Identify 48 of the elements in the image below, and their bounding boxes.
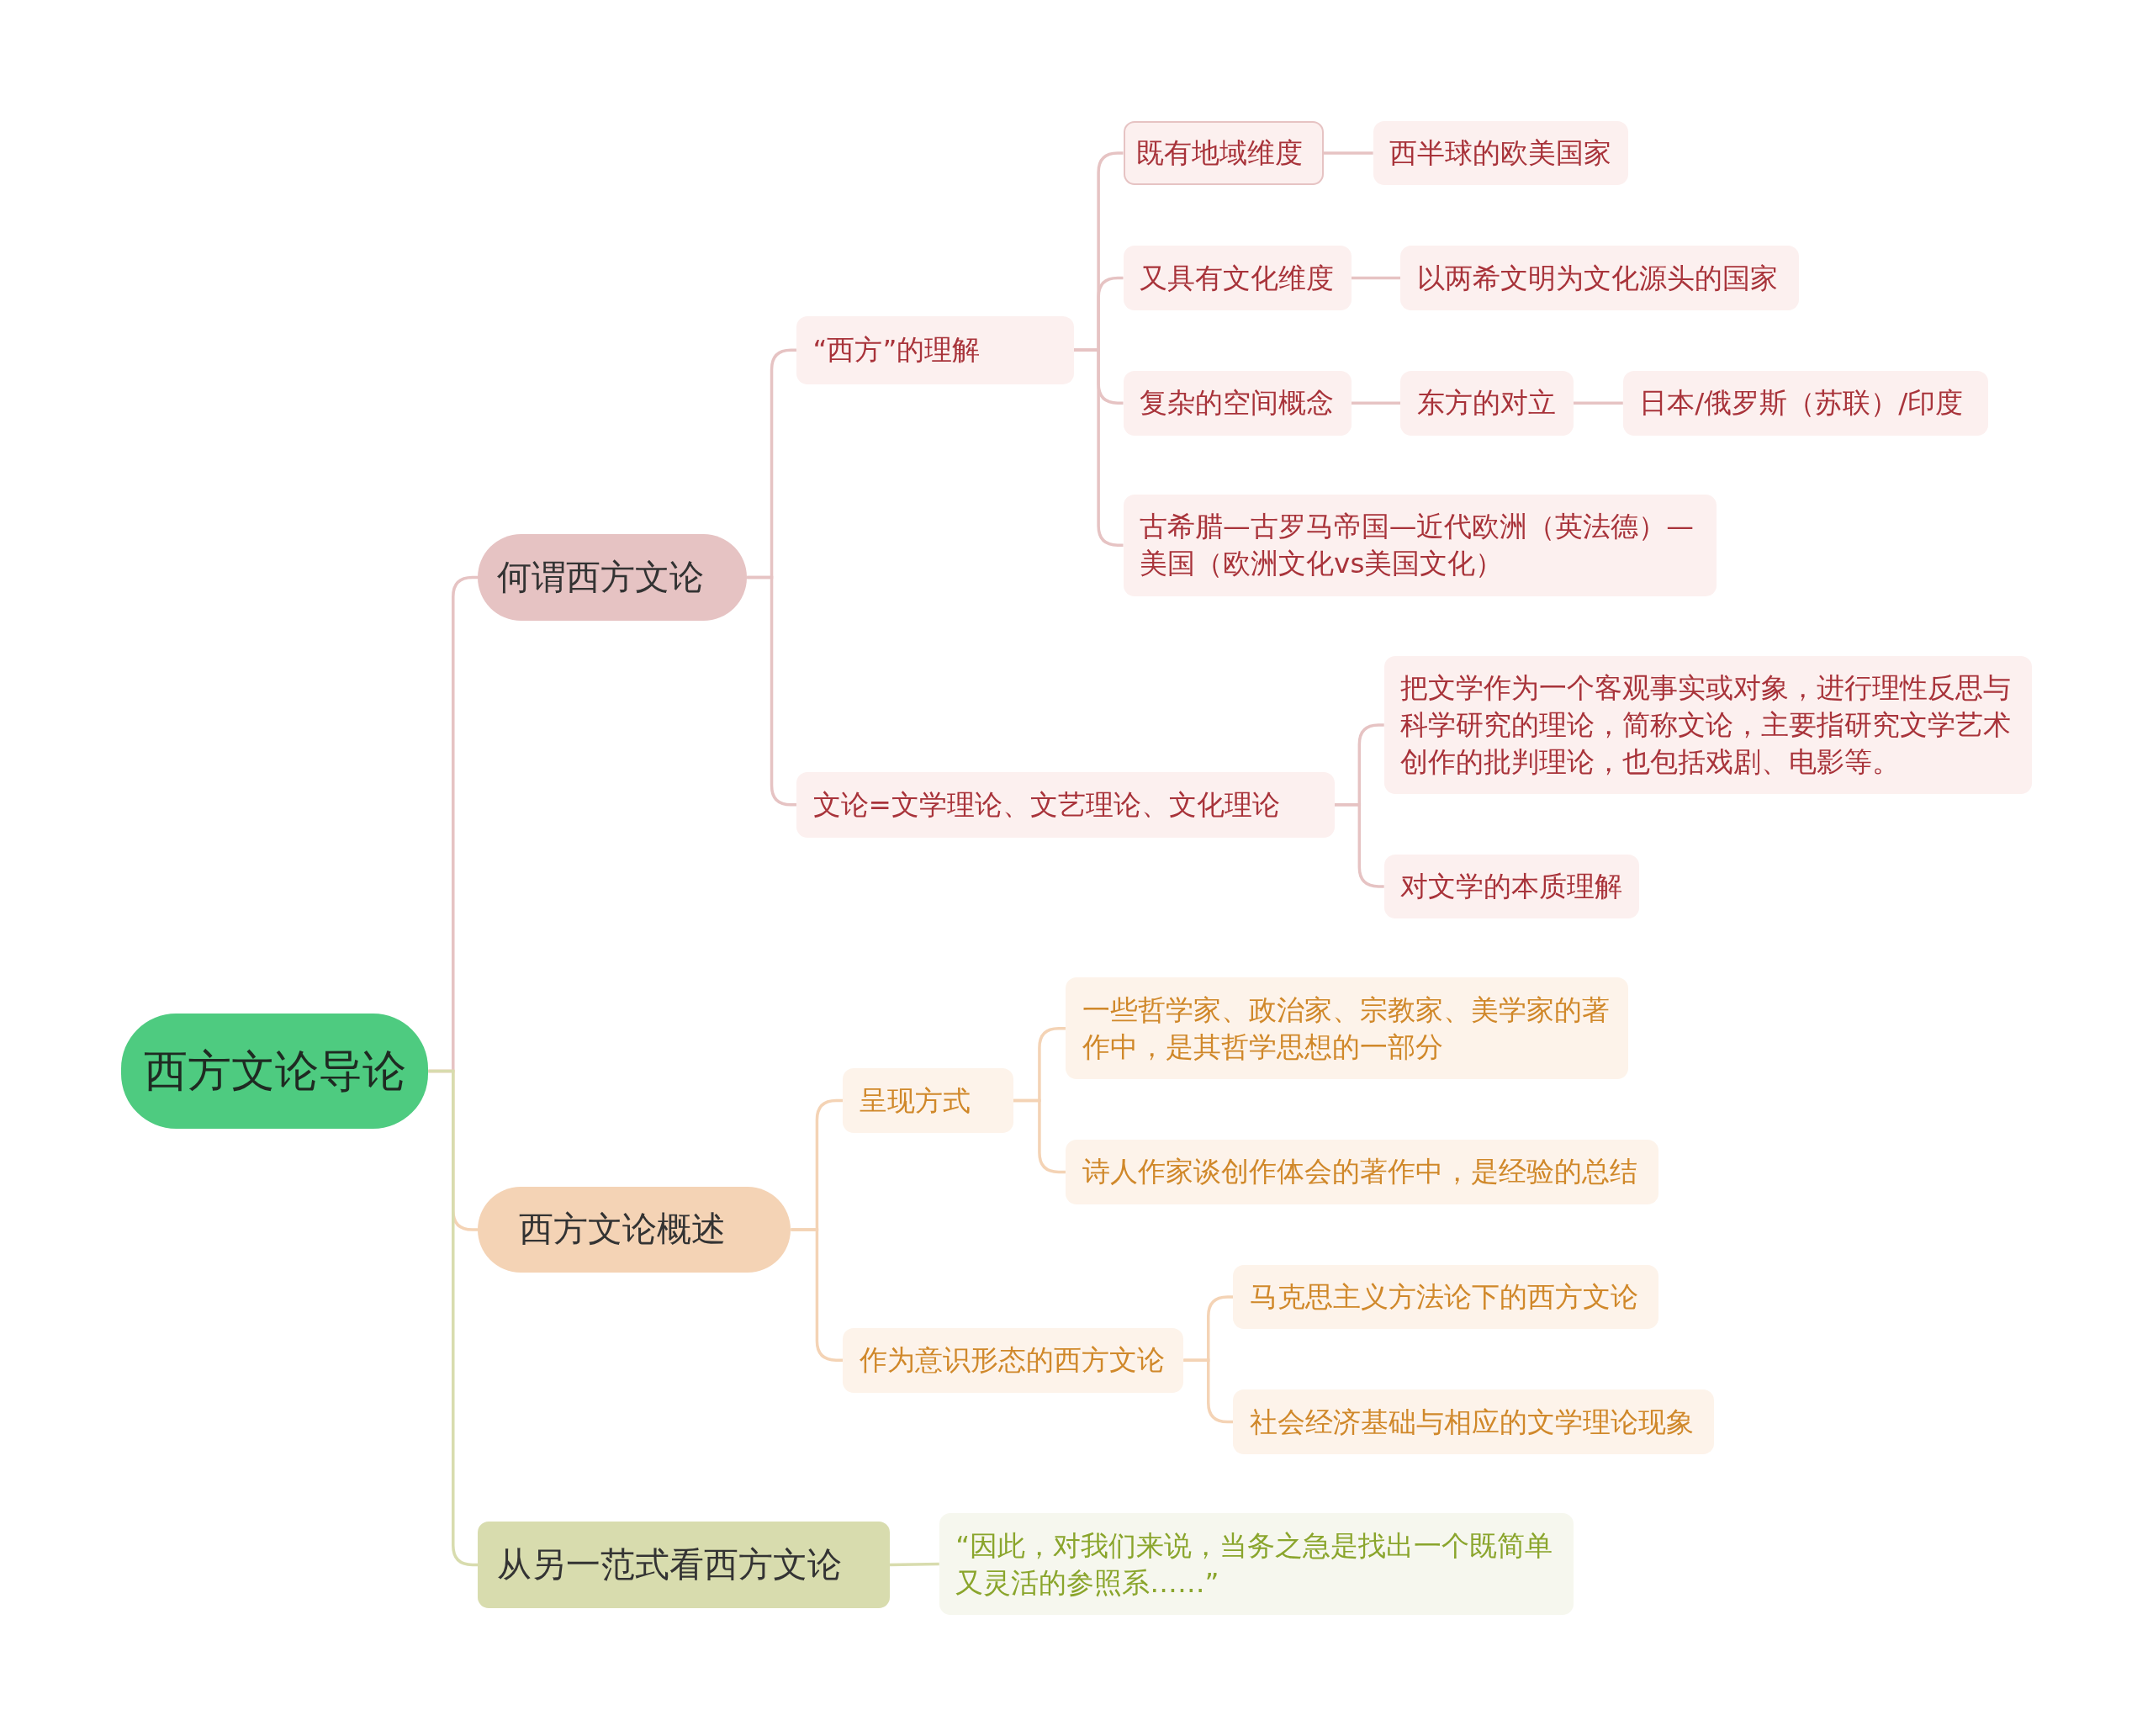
- connector-line: [1574, 401, 1623, 405]
- subtopic: [1123, 246, 1352, 310]
- topic-text: 作为意识形态的西方文论: [860, 1343, 1165, 1379]
- topic-text: 呈现方式: [860, 1083, 971, 1119]
- subtopic: [1123, 370, 1352, 436]
- topic-text: 西方文论导论: [143, 1045, 406, 1098]
- subtopic: [796, 315, 1074, 385]
- topic-text: 又具有文化维度: [1140, 261, 1335, 296]
- subtopic: [1233, 1264, 1659, 1330]
- topic-text: 东方的对立: [1416, 386, 1556, 421]
- topic-text: 对文学的本质理解: [1400, 869, 1623, 904]
- topic-text: 西方文论概述: [519, 1208, 727, 1252]
- topic-text: 把文学作为一个客观事实或对象，进行理性反思与科学研究的理论，简称文论，主要指研究文学艺术创作的批判理论，也包括戏剧、电影等。: [1400, 670, 2013, 781]
- connector-line: [1351, 401, 1401, 405]
- subtopic: [939, 1513, 1574, 1615]
- subtopic: [1383, 656, 2033, 794]
- subtopic: [843, 1327, 1184, 1393]
- subtopic: [843, 1068, 1013, 1133]
- topic-text: 从另一范式看西方文论: [497, 1543, 842, 1586]
- topic-text: 社会经济基础与相应的文学理论现象: [1249, 1405, 1694, 1440]
- subtopic: [1065, 1140, 1659, 1204]
- topic-text: 以两希文明为文化源头的国家: [1416, 261, 1778, 296]
- connector-line: [889, 1562, 939, 1567]
- topic-text: 日本/俄罗斯（苏联）/印度: [1639, 386, 1964, 421]
- topic-text: “因此，对我们来说，当务之急是找出一个既简单又灵活的参照系……”: [955, 1528, 1554, 1601]
- topic-text: 既有地域维度: [1135, 136, 1303, 171]
- subtopic: [796, 771, 1335, 838]
- topic-text: 复杂的空间概念: [1140, 386, 1335, 421]
- subtopic: [1400, 370, 1574, 436]
- subtopic: [1065, 977, 1629, 1080]
- topic-text: 马克思主义方法论下的西方文论: [1249, 1280, 1638, 1315]
- subtopic: [1383, 854, 1640, 919]
- branch-topic: [478, 1521, 890, 1608]
- topic-text: 西半球的欧美国家: [1389, 136, 1612, 171]
- subtopic: [1400, 246, 1799, 310]
- topic-text: 文论=文学理论、文艺理论、文化理论: [812, 787, 1280, 823]
- topic-text: 何谓西方文论: [497, 555, 704, 599]
- subtopic: [1233, 1389, 1714, 1454]
- connector-line: [1323, 151, 1373, 155]
- subtopic: [1622, 370, 1989, 436]
- connector-line: [1351, 276, 1401, 280]
- topic-text: 诗人作家谈创作体会的著作中，是经验的总结: [1082, 1155, 1637, 1190]
- subtopic: [1123, 494, 1717, 596]
- topic-text: “西方”的理解: [812, 333, 981, 368]
- subtopic: [1123, 120, 1324, 186]
- subtopic: [1373, 120, 1629, 186]
- topic-text: 古希腊—古罗马帝国—近代欧洲（英法德）—美国（欧洲文化vs美国文化）: [1140, 510, 1695, 582]
- topic-text: 一些哲学家、政治家、宗教家、美学家的著作中，是其哲学思想的一部分: [1082, 992, 1611, 1065]
